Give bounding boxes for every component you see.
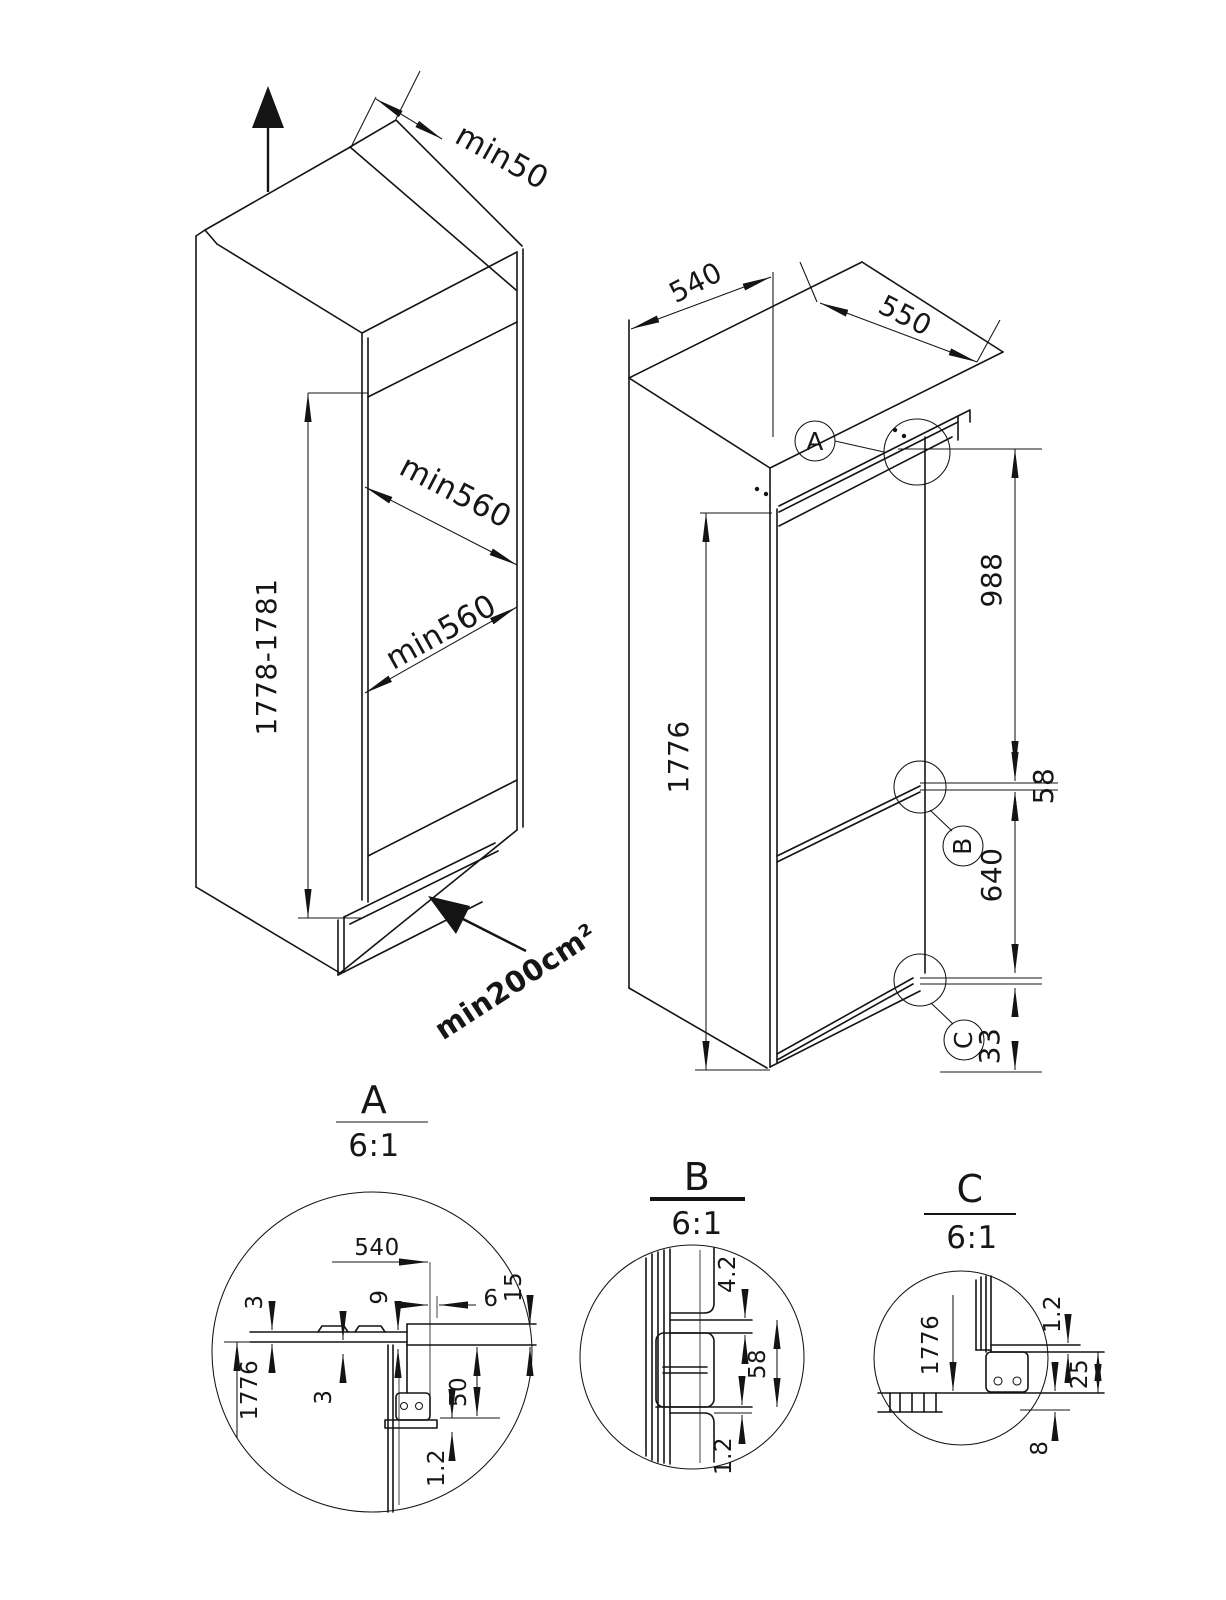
appliance-isometric-view: A B C 540 550 988 58 640 33 (628, 255, 1060, 1073)
detail-b-scale: 6:1 (671, 1206, 722, 1242)
detail-b-locator (893, 760, 947, 814)
dim-min560-upper-label: min560 (394, 448, 518, 536)
detail-a-scale: 6:1 (348, 1128, 399, 1164)
dim-vent-area-label: min200cm² (428, 917, 602, 1047)
niche-isometric-view: min50 min560 min560 1778-1781 min200cm² (195, 70, 603, 1047)
detail-a-dim-3-side: 3 (311, 1389, 337, 1404)
detail-a-dim-1776: 1776 (237, 1360, 263, 1421)
dim-58-label: 58 (1027, 768, 1060, 805)
detail-b-dim-4-2: 4.2 (715, 1255, 741, 1293)
callout-c-label: C (949, 1031, 978, 1049)
detail-c-dim-1-2: 1.2 (1040, 1295, 1066, 1333)
detail-c-view: C 6:1 1776 1.2 25 8 (873, 1167, 1105, 1456)
detail-b-circle (579, 1244, 805, 1470)
detail-c-title: C (956, 1167, 983, 1211)
detail-c-dim-8: 8 (1027, 1440, 1053, 1455)
dim-min560-lower-label: min560 (380, 587, 503, 677)
detail-c-dim-1776: 1776 (918, 1315, 944, 1376)
detail-a-dim-1-2: 1.2 (424, 1449, 450, 1487)
detail-b-title: B (684, 1155, 711, 1199)
detail-a-locator (883, 418, 951, 486)
dim-1776-label: 1776 (662, 720, 695, 793)
callout-a-label: A (806, 427, 824, 456)
dim-540-label: 540 (664, 255, 728, 309)
vent-arrow-icon (428, 896, 470, 934)
detail-c-dim-25: 25 (1067, 1359, 1093, 1389)
detail-c-locator (893, 953, 947, 1007)
detail-b-dim-1-2: 1.2 (711, 1437, 737, 1475)
detail-a-dim-9: 9 (367, 1289, 393, 1304)
detail-b-dim-58: 58 (745, 1349, 771, 1379)
dim-33-label: 33 (973, 1028, 1006, 1065)
detail-a-dim-3-top: 3 (242, 1294, 268, 1309)
dim-min50-label: min50 (449, 117, 554, 197)
detail-a-dim-6: 6 (483, 1286, 498, 1312)
dim-988-label: 988 (975, 553, 1008, 608)
callout-b-label: B (948, 837, 977, 855)
detail-a-view: A 6:1 540 3 9 6 15 (211, 1078, 537, 1513)
detail-c-scale: 6:1 (946, 1220, 997, 1256)
detail-a-dim-50: 50 (446, 1377, 472, 1407)
callout-b-circle (942, 825, 984, 867)
callout-c-circle (943, 1019, 985, 1061)
dim-640-label: 640 (975, 848, 1008, 903)
detail-a-dim-540: 540 (354, 1235, 399, 1261)
detail-a-dim-15: 15 (501, 1272, 527, 1302)
dim-niche-height-label: 1778-1781 (250, 578, 283, 735)
detail-c-circle (873, 1270, 1049, 1446)
detail-b-view: B 6:1 4.2 58 1.2 (579, 1155, 805, 1475)
up-arrow-icon (252, 86, 284, 128)
detail-a-title: A (361, 1078, 388, 1122)
